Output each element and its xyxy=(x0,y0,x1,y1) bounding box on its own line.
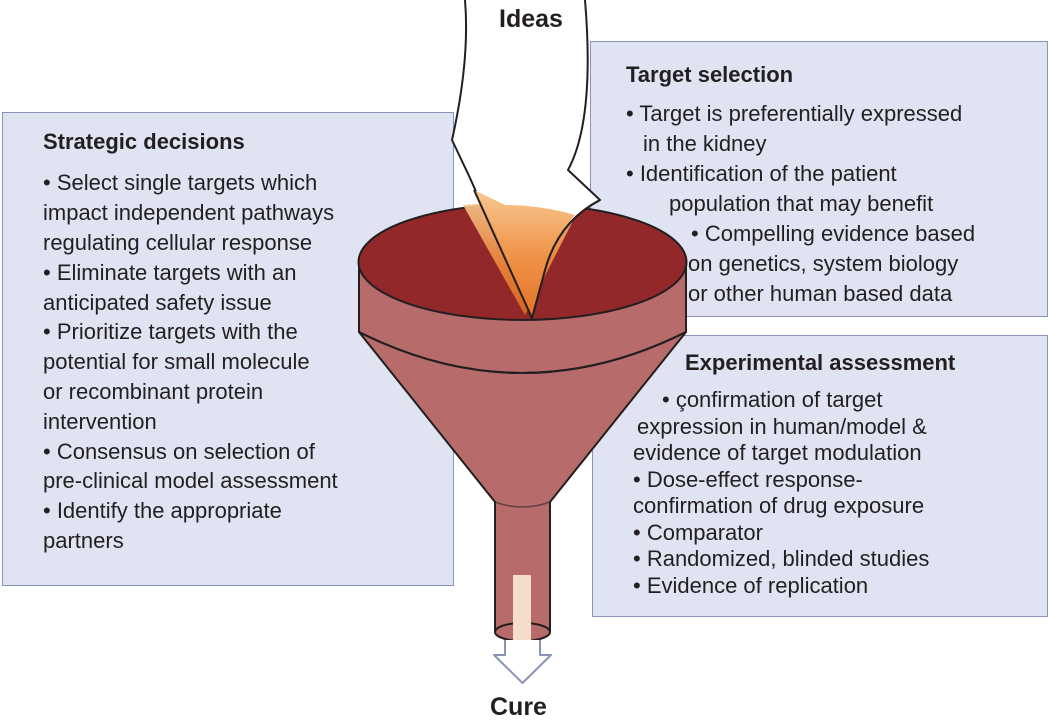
spout-highlight xyxy=(513,575,531,640)
cure-label: Cure xyxy=(490,693,547,721)
experimental-line: • Evidence of replication xyxy=(633,573,869,598)
strategic-line: • Select single targets which xyxy=(43,170,318,195)
funnel-cone-edge xyxy=(494,501,551,508)
strategic-line: pre-clinical model assessment xyxy=(43,468,338,493)
target-line: or other human based data xyxy=(688,281,953,306)
target-line: on genetics, system biology xyxy=(688,251,959,276)
funnel-rim-line xyxy=(358,331,687,374)
strategic-line: regulating cellular response xyxy=(43,230,313,255)
strategic-line: anticipated safety issue xyxy=(43,290,272,315)
experimental-line: evidence of target modulation xyxy=(633,440,922,465)
experimental-line: • Comparator xyxy=(633,520,763,545)
ideas-label: Ideas xyxy=(499,5,563,33)
target-selection-box: Target selection • Target is preferentia… xyxy=(590,41,1048,317)
strategic-line: potential for small molecule xyxy=(43,349,310,374)
target-line: • Target is preferentially expressed xyxy=(626,101,963,126)
experimental-assessment-box: Experimental assessment • çonfirmation o… xyxy=(592,335,1048,617)
target-selection-title: Target selection xyxy=(626,62,794,87)
target-line: • Compelling evidence based xyxy=(691,221,976,246)
experimental-line: • Dose-effect response- xyxy=(633,467,863,492)
experimental-assessment-title: Experimental assessment xyxy=(685,350,956,375)
experimental-line: • çonfirmation of target xyxy=(662,387,883,412)
strategic-line: • Identify the appropriate xyxy=(43,498,282,523)
strategic-line: intervention xyxy=(43,409,157,434)
ideas-arrow-glow xyxy=(474,190,575,318)
strategic-line: or recombinant protein xyxy=(43,379,264,404)
target-line: in the kidney xyxy=(643,131,767,156)
target-line: • Identification of the patient xyxy=(626,161,897,186)
strategic-line: • Eliminate targets with an xyxy=(43,260,297,285)
experimental-line: expression in human/model & xyxy=(637,414,927,439)
cure-arrow xyxy=(493,640,552,684)
strategic-line: impact independent pathways xyxy=(43,200,335,225)
strategic-line: • Prioritize targets with the xyxy=(43,319,298,344)
strategic-line: partners xyxy=(43,528,124,553)
strategic-decisions-title: Strategic decisions xyxy=(43,129,245,154)
target-line: population that may benefit xyxy=(669,191,934,216)
strategic-line: • Consensus on selection of xyxy=(43,439,315,464)
experimental-line: • Randomized, blinded studies xyxy=(633,546,930,571)
experimental-line: confirmation of drug exposure xyxy=(633,493,925,518)
